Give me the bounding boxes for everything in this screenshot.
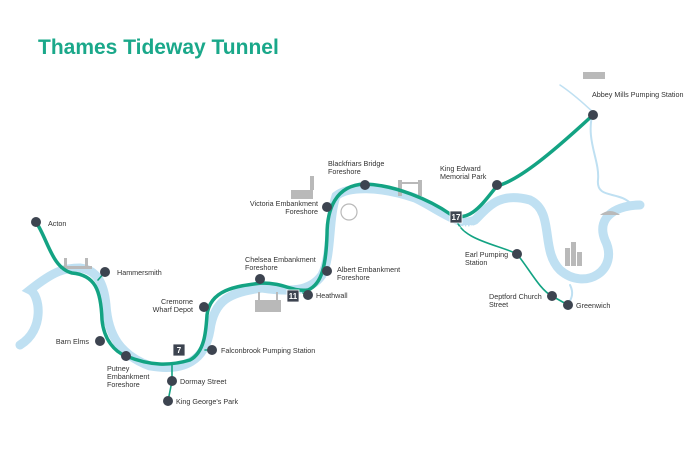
station-dot (199, 302, 209, 312)
station-label: King George's Park (176, 397, 239, 406)
canary-wharf-icon (565, 242, 582, 266)
station-dot (167, 376, 177, 386)
hammersmith-bridge-icon (60, 258, 92, 269)
station-dot (121, 351, 131, 361)
station-dot (492, 180, 502, 190)
station-dot (588, 110, 598, 120)
station-king-georges[interactable]: King George's Park (163, 396, 239, 406)
station-label: Chambers Wharf (422, 224, 486, 233)
main-shaft-marker (449, 210, 463, 224)
tower-bridge-icon (398, 180, 422, 196)
main-shaft-marker (286, 289, 300, 303)
abbey-mills-icon (583, 72, 605, 79)
station-dot (360, 180, 370, 190)
station-label: Falconbrook Pumping Station (221, 346, 315, 355)
station-dot (322, 266, 332, 276)
shaft-number: 17 (452, 213, 461, 222)
station-carnwath[interactable]: 7 Carnwath Road (127, 331, 186, 357)
main-tunnel (34, 113, 595, 366)
shaft-number: 11 (289, 292, 298, 301)
station-label: Greenwich (576, 301, 610, 310)
station-label: Hammersmith (117, 268, 162, 277)
station-acton[interactable]: Acton (31, 217, 66, 228)
station-falconbrook[interactable]: Falconbrook Pumping Station (207, 345, 315, 355)
parliament-icon (291, 176, 314, 199)
station-dot (512, 249, 522, 259)
landmarks (60, 72, 620, 312)
map-title: Thames Tideway Tunnel (38, 36, 279, 59)
battersea-power-station-icon (255, 292, 281, 312)
station-greenwich[interactable]: Greenwich (563, 300, 610, 310)
main-shaft-marker (172, 343, 186, 357)
london-eye-icon (340, 203, 358, 221)
station-dot (547, 291, 557, 301)
station-dot (563, 300, 573, 310)
river-thames (15, 84, 645, 372)
station-dot (303, 290, 313, 300)
station-dot (163, 396, 173, 406)
station-label: Abbey Mills Pumping Station (592, 90, 684, 99)
station-hammersmith[interactable]: Hammersmith (100, 267, 162, 277)
shaft-number: 7 (177, 346, 182, 355)
station-label: Barn Elms (56, 337, 90, 346)
station-label: Dormay Street (180, 377, 226, 386)
station-label: Kirtling Street (289, 308, 342, 317)
station-dot (31, 217, 41, 227)
station-label: Carnwath Road (127, 331, 186, 340)
station-dot (207, 345, 217, 355)
station-barn-elms[interactable]: Barn Elms (56, 336, 105, 346)
station-abbey-mills[interactable]: Abbey Mills Pumping Station (588, 90, 684, 120)
station-heathwall[interactable]: Heathwall (303, 290, 348, 300)
station-dot (322, 202, 332, 212)
station-label: Heathwall (316, 291, 348, 300)
station-dormay[interactable]: Dormay Street (167, 376, 226, 386)
station-label: Acton (48, 219, 66, 228)
o2-arena-icon (600, 211, 620, 215)
station-dot (255, 274, 265, 284)
station-dot (100, 267, 110, 277)
station-dot (95, 336, 105, 346)
